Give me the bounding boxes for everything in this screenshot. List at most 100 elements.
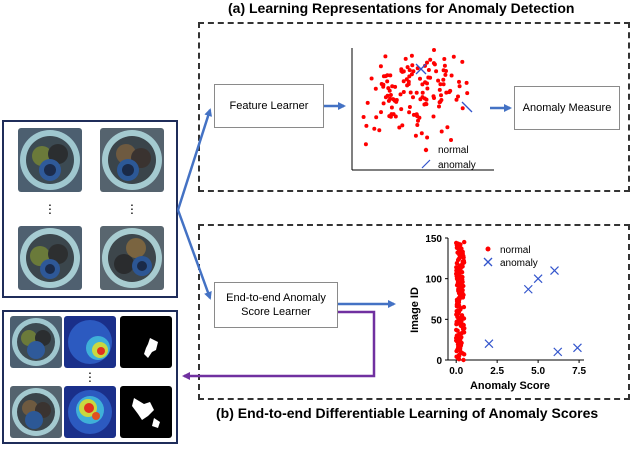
normal-point: [428, 57, 433, 62]
normal-point: [445, 125, 450, 130]
normal-point: [403, 56, 408, 61]
normal-point: [443, 72, 448, 77]
normal-point: [441, 82, 446, 87]
feature-learner-label: Feature Learner: [229, 100, 309, 112]
normal-point: [436, 78, 441, 83]
normal-point: [365, 100, 370, 105]
legend-marker-normal: [485, 246, 491, 252]
normal-point: [389, 105, 394, 110]
normal-point: [423, 80, 428, 85]
normal-point: [437, 87, 442, 92]
normal-point: [457, 84, 462, 89]
normal-point: [405, 83, 410, 88]
normal-point: [379, 82, 384, 86]
input-image-4: [100, 226, 164, 290]
normal-point: [407, 68, 412, 73]
y-tick-label: 100: [425, 275, 442, 286]
normal-point: [454, 268, 459, 273]
normal-point: [364, 123, 369, 128]
normal-point: [432, 96, 436, 100]
normal-point: [422, 96, 427, 101]
legend-label-normal: normal: [500, 245, 531, 256]
legend-marker-anomaly: [483, 257, 493, 267]
feature-learner-box: Feature Learner: [214, 84, 324, 128]
normal-point: [377, 128, 382, 133]
test-image-2: [10, 386, 62, 438]
normal-point: [409, 53, 414, 58]
normal-point: [419, 131, 424, 136]
normal-point: [411, 95, 415, 100]
normal-point: [361, 115, 366, 119]
mask-image-2: [120, 386, 172, 438]
normal-point: [407, 105, 412, 109]
normal-point: [411, 112, 416, 117]
normal-point: [393, 84, 398, 89]
normal-point: [399, 69, 404, 73]
normal-point: [461, 258, 466, 263]
normal-point: [408, 90, 413, 95]
input-images-panel: ··· ···: [2, 120, 178, 298]
x-tick-label: 5.0: [531, 366, 545, 377]
normal-point: [431, 114, 436, 119]
vertical-ellipsis-icon: ···: [47, 196, 53, 220]
normal-point: [388, 96, 393, 101]
normal-point: [398, 92, 403, 97]
heatmap-image-1: [64, 316, 116, 368]
normal-point: [406, 79, 411, 84]
vertical-ellipsis-icon: ···: [87, 364, 93, 388]
normal-point: [422, 102, 427, 107]
anomaly-point: [415, 63, 427, 75]
normal-point: [387, 88, 392, 93]
normal-point: [441, 68, 446, 73]
normal-point: [460, 106, 465, 111]
normal-point: [401, 79, 406, 84]
feature-space-scatter: normal anomaly: [351, 48, 494, 171]
normal-point: [388, 93, 393, 97]
normal-point: [372, 126, 377, 131]
normal-point: [438, 82, 443, 87]
legend-label-normal: normal: [438, 145, 469, 156]
legend-marker-anomaly: [421, 159, 431, 169]
normal-point: [451, 54, 456, 59]
anomaly-point: [550, 266, 559, 275]
normal-point: [416, 118, 420, 123]
normal-point: [454, 327, 459, 333]
y-axis-label: Image ID: [409, 287, 421, 333]
vertical-ellipsis-icon: ···: [129, 196, 135, 220]
normal-point: [393, 114, 398, 119]
score-learner-label-line2: Score Learner: [241, 306, 311, 318]
normal-point: [409, 72, 414, 77]
normal-point: [369, 76, 374, 81]
normal-point: [383, 54, 388, 59]
normal-point: [413, 133, 418, 138]
normal-point: [385, 79, 390, 84]
input-image-2: [100, 128, 164, 192]
input-image-3: [18, 226, 82, 290]
normal-point: [411, 69, 416, 74]
normal-point: [464, 80, 469, 85]
normal-point: [456, 94, 460, 99]
y-tick-label: 150: [425, 234, 442, 245]
normal-point: [374, 115, 379, 120]
normal-point: [465, 91, 470, 96]
legend-marker-normal: [423, 147, 429, 153]
score-learner-label-line1: End-to-end Anomaly: [226, 292, 326, 304]
normal-point: [383, 74, 388, 79]
normal-point: [363, 142, 368, 147]
anomaly-measure-box: Anomaly Measure: [514, 86, 620, 130]
normal-point: [460, 59, 465, 64]
score-learner-box: End-to-end Anomaly Score Learner: [214, 282, 338, 328]
normal-point: [444, 90, 449, 95]
normal-point: [454, 97, 459, 102]
x-tick-label: 0.0: [449, 366, 463, 377]
normal-point: [431, 61, 436, 66]
normal-point: [449, 138, 453, 142]
normal-point: [399, 107, 404, 112]
normal-point: [425, 86, 430, 91]
anomaly-point: [573, 343, 582, 353]
normal-point: [388, 73, 393, 78]
anomaly-point: [533, 274, 543, 284]
x-tick-label: 7.5: [572, 366, 586, 377]
normal-point: [414, 90, 419, 95]
